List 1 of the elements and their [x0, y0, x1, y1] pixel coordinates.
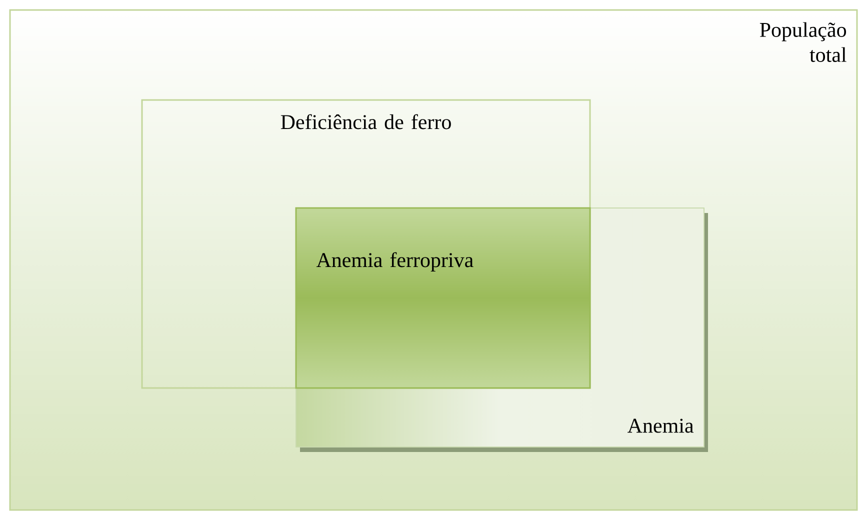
overlap-box: Anemia ferropriva	[295, 207, 591, 389]
